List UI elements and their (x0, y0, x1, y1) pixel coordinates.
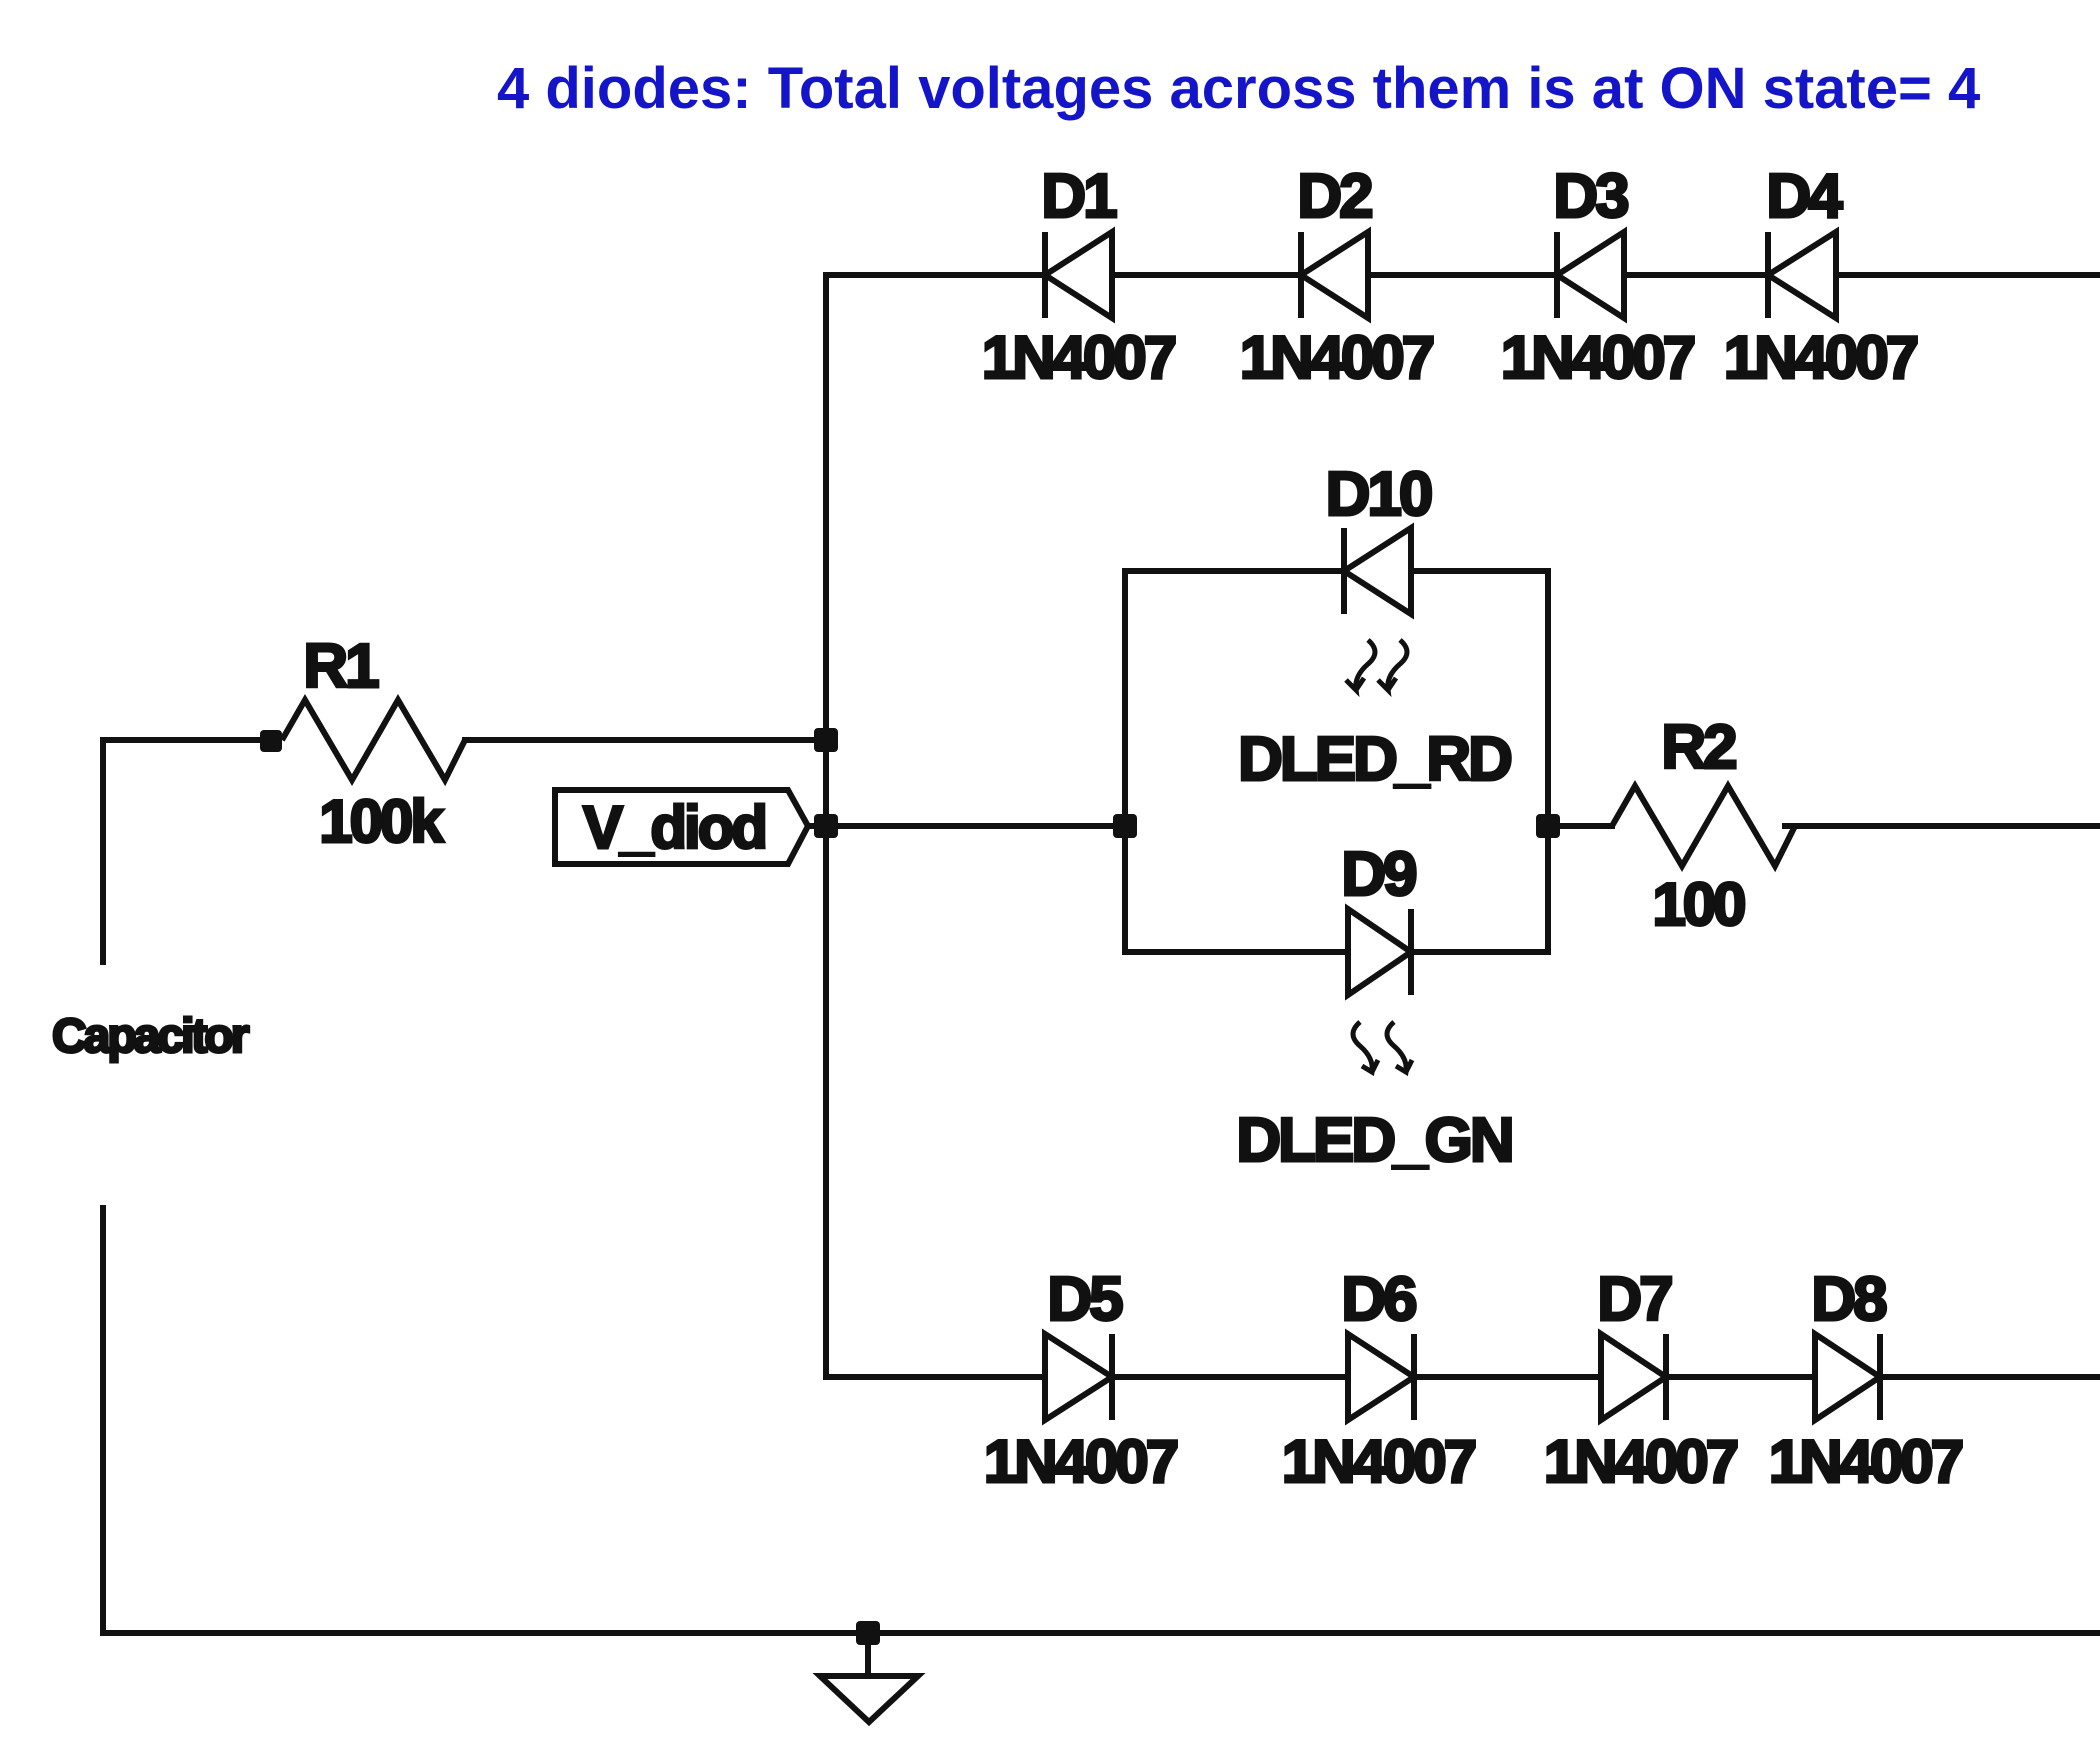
diode-d6: D6 1N4007 (1280, 1264, 1479, 1497)
resistor-r1: R1 100k (279, 631, 468, 857)
r2-value: 100 (1652, 871, 1744, 938)
d6-ref: D6 (1341, 1265, 1416, 1334)
d3-model: 1N4007 (1501, 324, 1694, 391)
r2-ref: R2 (1661, 713, 1735, 782)
net-label-text: V_diod (583, 794, 765, 861)
ground-symbol (812, 1673, 926, 1727)
d8-model: 1N4007 (1769, 1428, 1962, 1495)
r1-ref: R1 (303, 632, 378, 701)
capacitor-label: Capacitor (52, 1010, 249, 1063)
diagram-title: 4 diodes: Total voltages across them is … (497, 56, 1980, 121)
diode-d4: D4 1N4007 (1722, 161, 1921, 393)
d3-ref: D3 (1553, 162, 1628, 231)
diode-d7: D7 1N4007 (1542, 1264, 1741, 1497)
d10-model: DLED_RD (1238, 725, 1511, 794)
diode-d5: D5 1N4007 (982, 1264, 1181, 1497)
d1-model: 1N4007 (982, 324, 1175, 391)
d5-ref: D5 (1047, 1265, 1122, 1334)
d2-ref: D2 (1297, 162, 1371, 231)
r1-value: 100k (319, 788, 444, 855)
d7-model: 1N4007 (1544, 1428, 1737, 1495)
diode-d3: D3 1N4007 (1499, 161, 1698, 393)
d6-model: 1N4007 (1282, 1428, 1475, 1495)
wires (100, 272, 2100, 1679)
resistor-r2: R2 100 (1609, 712, 1798, 940)
net-label-v-diod: V_diod (552, 787, 812, 867)
d8-ref: D8 (1811, 1265, 1886, 1334)
d9-ref: D9 (1341, 840, 1416, 909)
diode-d8: D8 1N4007 (1767, 1264, 1966, 1497)
d2-model: 1N4007 (1240, 324, 1433, 391)
d4-ref: D4 (1766, 162, 1843, 231)
d7-ref: D7 (1597, 1265, 1671, 1334)
d9-model: DLED_GN (1236, 1106, 1511, 1175)
led-d10: D10 DLED_RD (1237, 459, 1516, 796)
d4-model: 1N4007 (1724, 324, 1917, 391)
junctions (260, 728, 1560, 1645)
d5-model: 1N4007 (984, 1428, 1177, 1495)
diode-d1: D1 1N4007 (980, 161, 1179, 393)
d1-ref: D1 (1041, 162, 1116, 231)
diode-d2: D2 1N4007 (1238, 161, 1437, 393)
led-d9: D9 DLED_GN (1235, 839, 1516, 1177)
d10-ref: D10 (1326, 460, 1431, 529)
